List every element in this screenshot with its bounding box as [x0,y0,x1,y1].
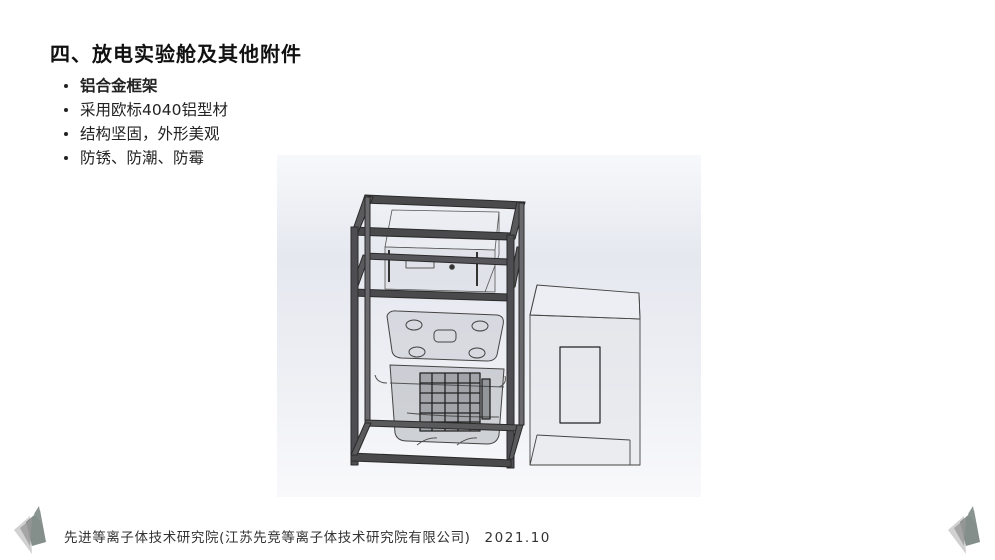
chamber-cad-image [277,155,701,497]
bullet-text: 防锈、防潮、防霉 [80,149,205,167]
transparent-enclosure [529,284,641,466]
bullet-text: 结构坚固，外形美观 [80,125,220,143]
bullet-dot-icon [64,84,68,88]
bullet-item: 防锈、防潮、防霉 [62,146,228,170]
bullet-item: 采用欧标4040铝型材 [62,98,228,122]
bullet-dot-icon [64,132,68,136]
footer-organization: 先进等离子体技术研究院(江苏先竞等离子体技术研究院有限公司) [64,530,471,546]
institute-logo-icon [14,506,46,554]
upper-box [384,209,500,293]
aluminum-frame [350,194,526,469]
chamber-render-illustration [350,194,641,469]
institute-logo-icon-right [948,506,980,554]
bullet-item: 铝合金框架 [62,74,228,98]
feature-list: 铝合金框架 采用欧标4040铝型材 结构坚固，外形美观 防锈、防潮、防霉 [62,74,228,170]
footer: 先进等离子体技术研究院(江苏先竞等离子体技术研究院有限公司) 2021.10 [64,526,551,546]
bullet-text: 铝合金框架 [80,77,158,95]
bullet-item: 结构坚固，外形美观 [62,122,228,146]
bullet-text: 采用欧标4040铝型材 [80,101,228,119]
slide-title: 四、放电实验舱及其他附件 [50,42,302,66]
footer-date: 2021.10 [484,530,551,546]
bullet-dot-icon [64,156,68,160]
bullet-dot-icon [64,108,68,112]
grid-basket [419,372,491,432]
